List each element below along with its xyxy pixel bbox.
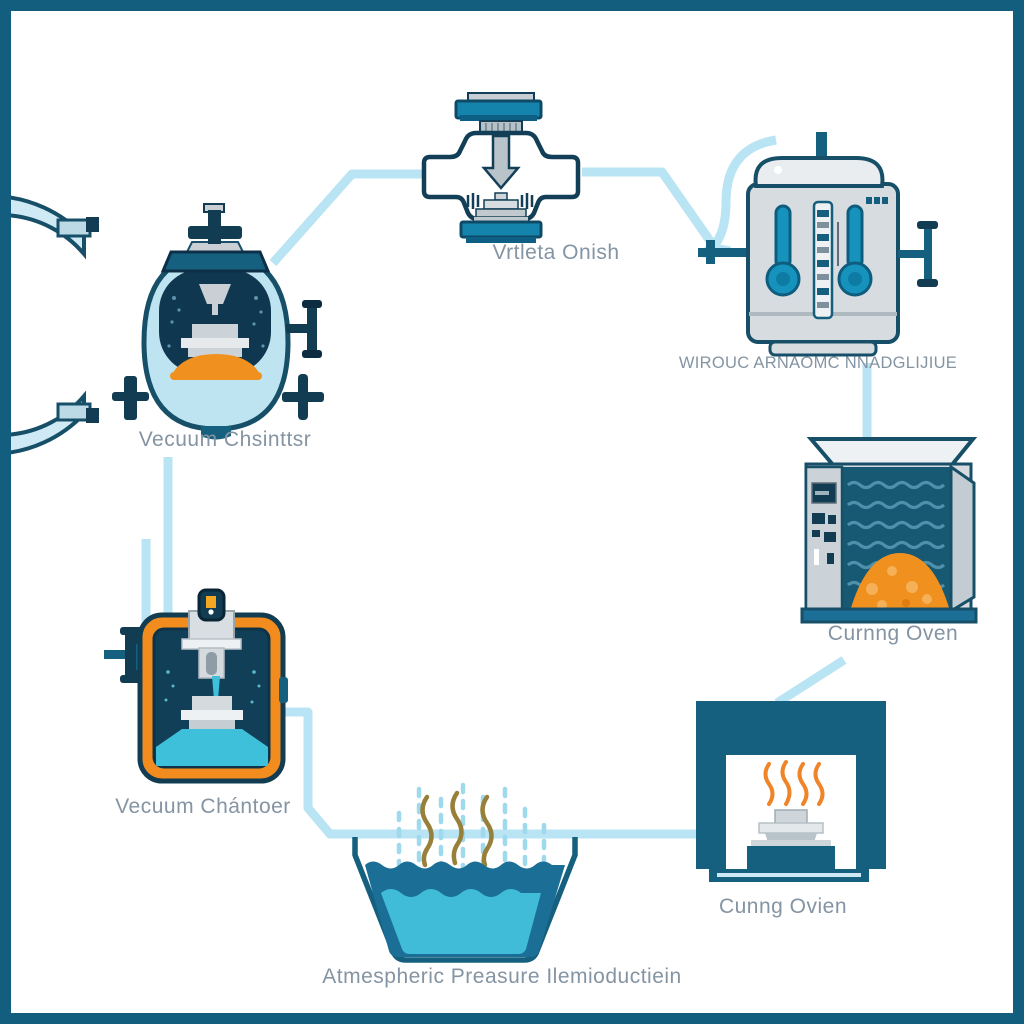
side-valve-icon [898, 221, 938, 287]
vacuum-chamber-2-label: Vecuum Chántoer [115, 795, 291, 818]
pressure-bath-icon [339, 782, 589, 973]
curing-oven-1-icon [794, 429, 994, 624]
tray-lip [751, 840, 831, 849]
curing-oven-2-label: Cunng Ovien [718, 895, 848, 918]
connector-lines [141, 167, 872, 839]
funnel-icon [199, 284, 231, 315]
connector-chamber1-to-press [269, 169, 425, 266]
sample-platform-icon [181, 696, 243, 730]
oven-base [800, 607, 978, 624]
vacuum-chamber-1-label: Vecuum Chsinttsr [138, 428, 312, 451]
press-icon [416, 91, 586, 246]
chamber-door-icon [11, 195, 99, 455]
steam-lines [420, 790, 494, 868]
bubbles [167, 296, 265, 348]
curing-oven-1-label: Curnng Oven [827, 622, 959, 645]
side-valve-icon [282, 374, 324, 420]
connector-chamber2-to-bath-to-oven2 [278, 707, 708, 839]
vacuum-chamber-1-icon [11, 195, 336, 455]
mixer-label: WIROUC ARNAOMC NNADGLIJIUE [678, 354, 958, 372]
gauge-column-icon [812, 200, 839, 320]
curing-material [850, 553, 950, 611]
top-cap-icon [197, 588, 226, 622]
side-valve-icon [286, 300, 322, 358]
oven-frame-right [856, 755, 886, 869]
orange-material [172, 354, 260, 374]
oven-frame-top [696, 701, 886, 755]
liquid-stream [212, 676, 220, 700]
chamber-hinge-icon [112, 376, 149, 420]
thermometer-icon [765, 204, 801, 297]
mixer-machine-icon [686, 126, 946, 361]
oven-side-panel [949, 464, 976, 614]
curing-oven-2-icon [689, 694, 889, 884]
pressure-bath-label: Atmespheric Preasure Ilemioductiein [322, 965, 682, 988]
thermometer-icon [837, 204, 873, 297]
press-label: Vrtleta Onish [492, 241, 620, 264]
control-panel [804, 465, 844, 613]
water-light [381, 889, 541, 954]
bubbles [164, 670, 261, 704]
sample-platform-icon [181, 324, 249, 357]
vacuum-chamber-2-icon [96, 574, 316, 789]
connector-oven1-to-oven2 [774, 656, 847, 707]
oven-frame-left [696, 755, 726, 869]
chamber-base [201, 426, 231, 440]
top-valve-icon [188, 203, 242, 244]
mixer-corner-marks [866, 197, 888, 204]
heat-waves [763, 760, 825, 806]
oven-lid [806, 437, 978, 468]
liquid-pool [156, 729, 268, 766]
